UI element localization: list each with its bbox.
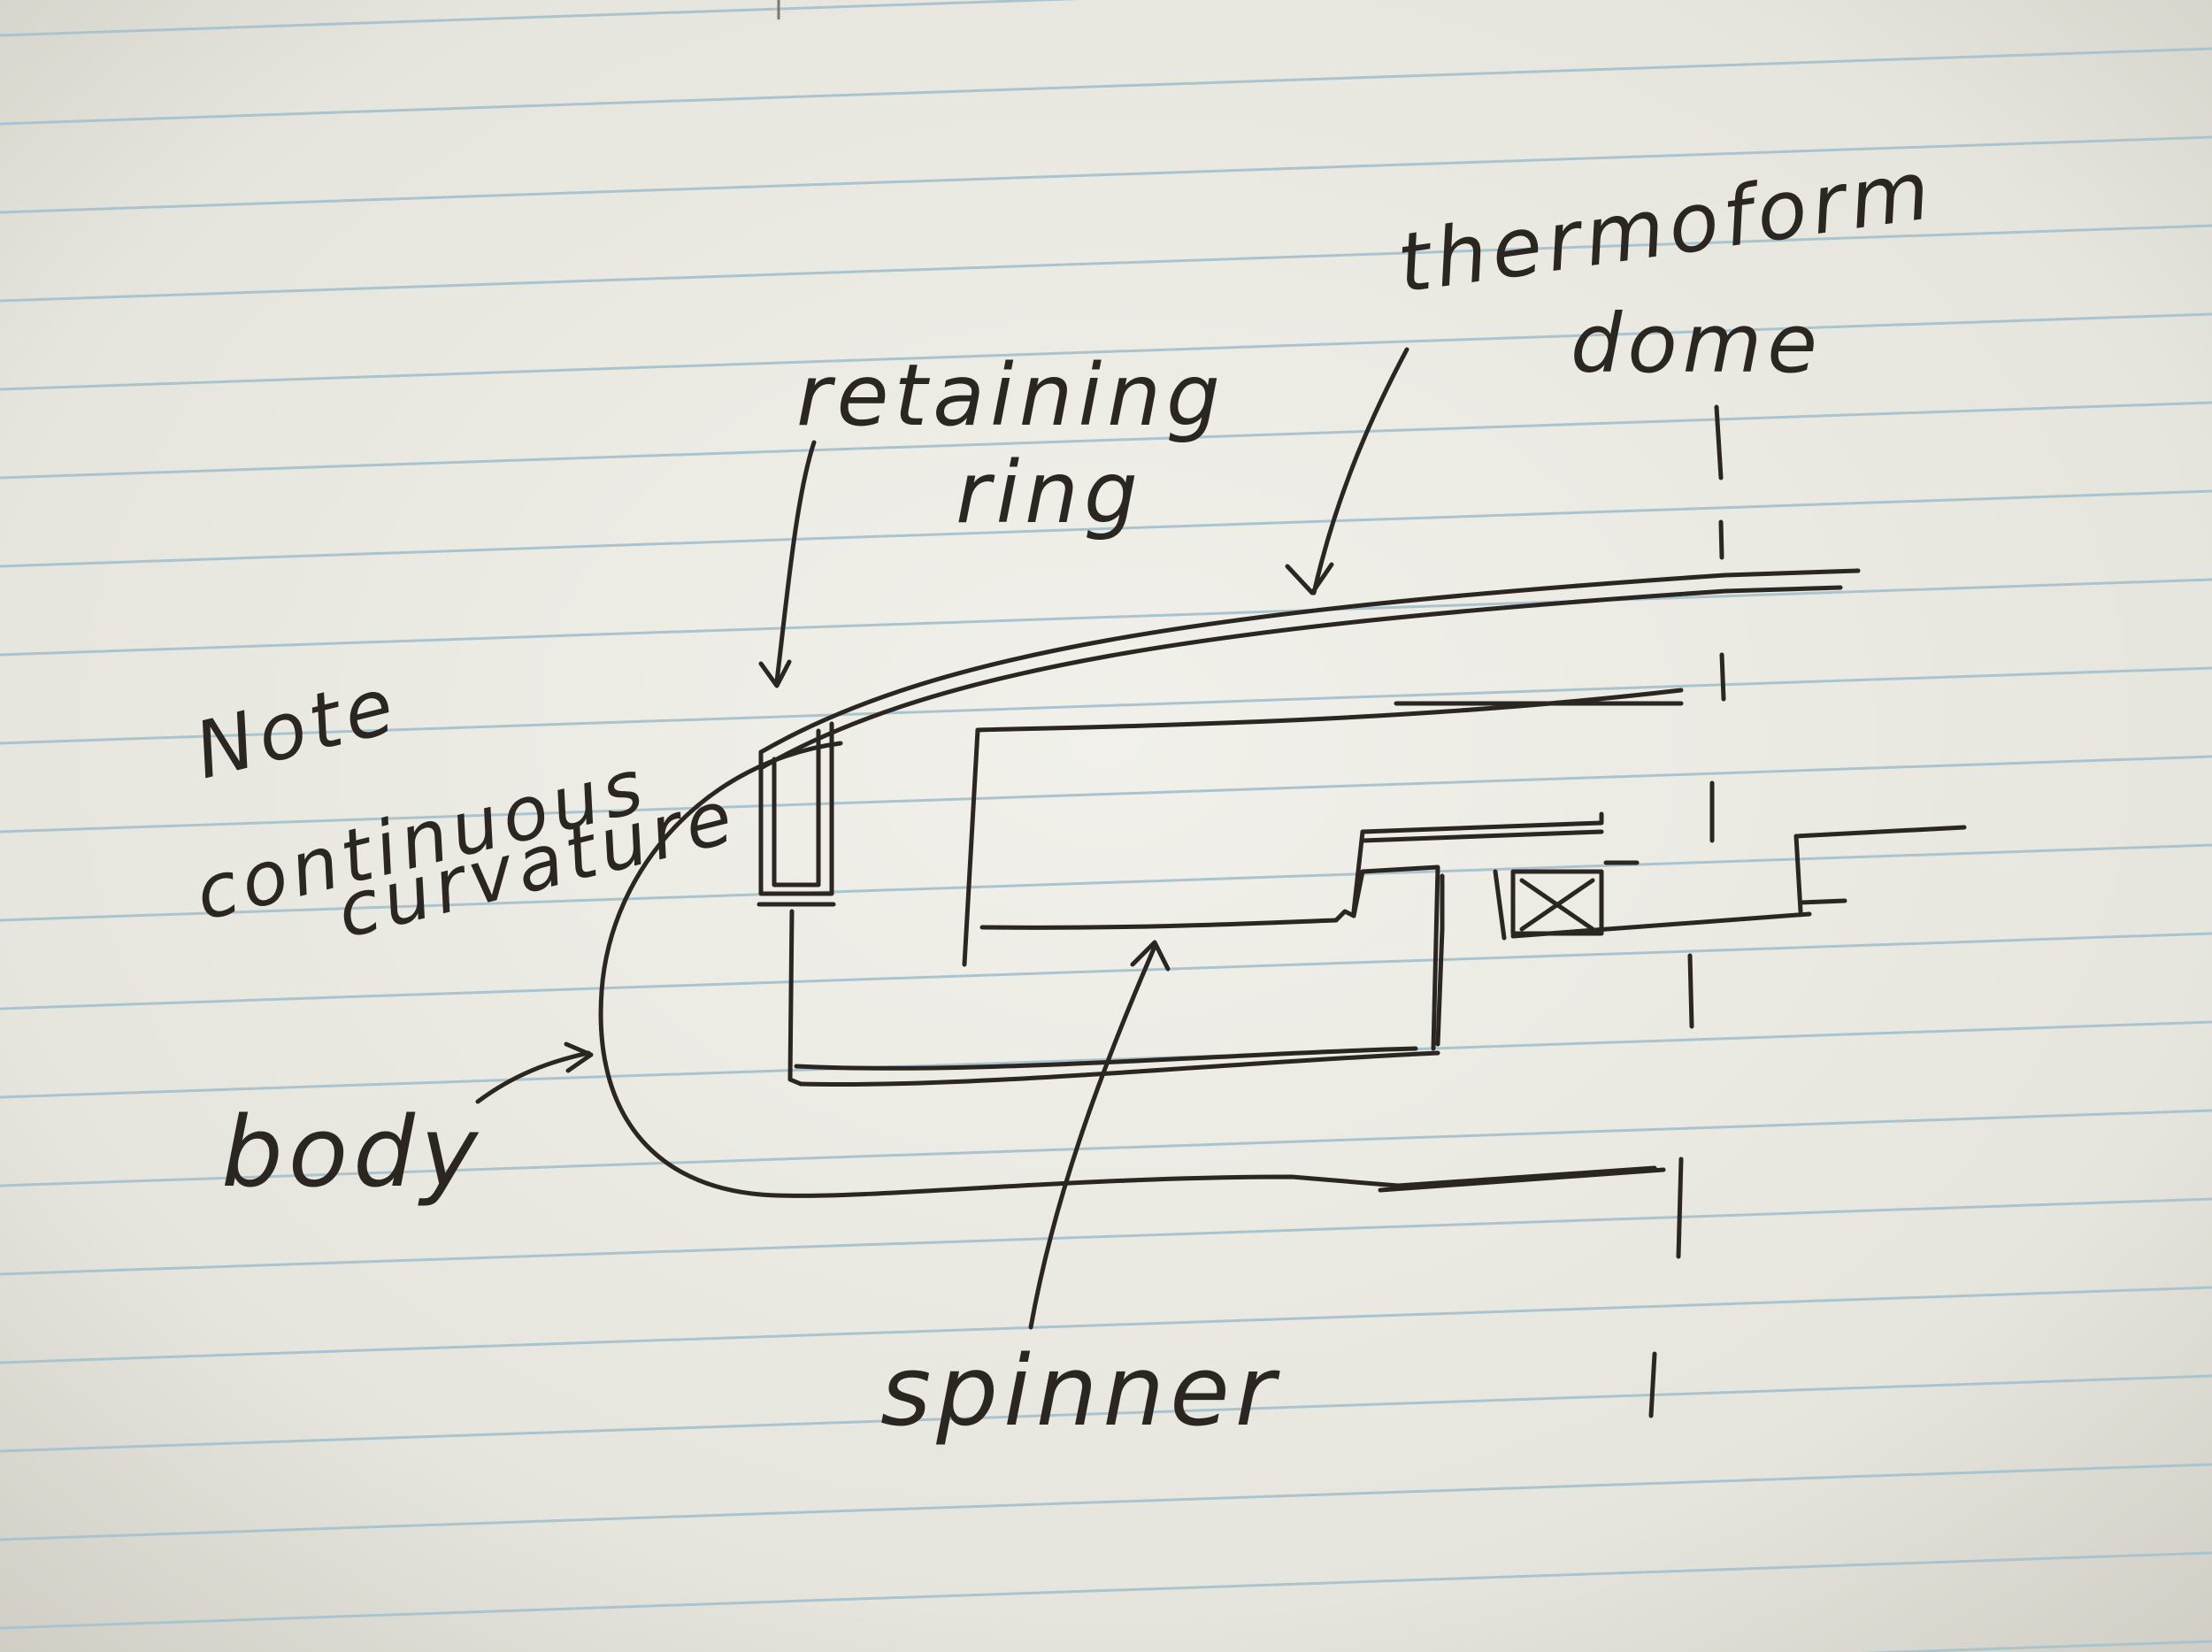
hub-lower-wall bbox=[1351, 864, 1440, 1051]
label-retaining-ring-line1: retaining bbox=[796, 346, 1225, 445]
ruled-line bbox=[0, 1109, 2212, 1187]
ruled-line bbox=[0, 1463, 2212, 1541]
shaft-line bbox=[1510, 911, 1812, 939]
ruled-line bbox=[0, 1197, 2212, 1276]
spinner-top bbox=[975, 688, 1684, 733]
spinner-arrowhead bbox=[1130, 940, 1171, 972]
body-leader bbox=[475, 1050, 591, 1104]
bearing-left-mark bbox=[1493, 869, 1507, 941]
retaining-ring-leader bbox=[774, 440, 817, 684]
label-body: body bbox=[221, 1095, 483, 1209]
ruled-line bbox=[0, 224, 2212, 303]
spinner-step bbox=[1333, 909, 1356, 923]
ruled-line bbox=[0, 1374, 2212, 1453]
ruled-line bbox=[0, 1020, 2212, 1099]
dome-inner-line bbox=[758, 585, 1843, 771]
hub-upper-step bbox=[1351, 811, 1604, 914]
ruled-line bbox=[0, 47, 2212, 126]
f-mark-mid bbox=[1798, 898, 1847, 905]
body-arrowhead bbox=[564, 1041, 594, 1073]
body-bottom-edge bbox=[1378, 1167, 1666, 1193]
ruled-line bbox=[0, 0, 1080, 37]
ruled-line bbox=[0, 666, 2212, 745]
cross-section-drawing bbox=[475, 347, 1967, 1418]
cavity-floor bbox=[798, 1050, 1440, 1087]
spinner-leader bbox=[1028, 944, 1157, 1330]
retaining-ring-arrowhead bbox=[758, 659, 792, 688]
spinner-bottom bbox=[979, 918, 1339, 930]
ruled-line bbox=[0, 843, 2212, 922]
spinner-left-wall bbox=[962, 727, 980, 967]
retaining-ring-outer bbox=[758, 721, 834, 896]
dome-arrowhead bbox=[1285, 562, 1334, 595]
label-spinner: spinner bbox=[880, 1334, 1280, 1448]
ruled-line bbox=[0, 1551, 2212, 1630]
f-mark-stem bbox=[1793, 834, 1803, 914]
dome-leader bbox=[1311, 347, 1409, 595]
centerline bbox=[1648, 404, 1726, 1418]
ruled-line bbox=[0, 489, 2212, 568]
f-mark-top bbox=[1793, 825, 1967, 839]
label-retaining-ring-line2: ring bbox=[956, 443, 1143, 542]
label-thermoform-dome-line2: dome bbox=[1571, 296, 1823, 391]
cavity-left-wall bbox=[787, 909, 803, 1087]
ruled-line bbox=[0, 1286, 2212, 1364]
ruled-line bbox=[0, 135, 2212, 214]
dome-outer-line bbox=[758, 568, 1861, 755]
ruled-line bbox=[0, 312, 2212, 391]
retaining-ring-inner bbox=[772, 728, 821, 887]
ruled-line bbox=[0, 401, 2212, 480]
ruled-line bbox=[0, 932, 2212, 1010]
hub-upper-step-inner bbox=[1360, 829, 1604, 843]
body-outline bbox=[598, 741, 1657, 1198]
hub-lower-wall-inner bbox=[1435, 873, 1445, 1047]
bearing-cross bbox=[1519, 878, 1595, 932]
ruled-line bbox=[0, 578, 2212, 657]
ruled-line bbox=[0, 755, 2212, 834]
